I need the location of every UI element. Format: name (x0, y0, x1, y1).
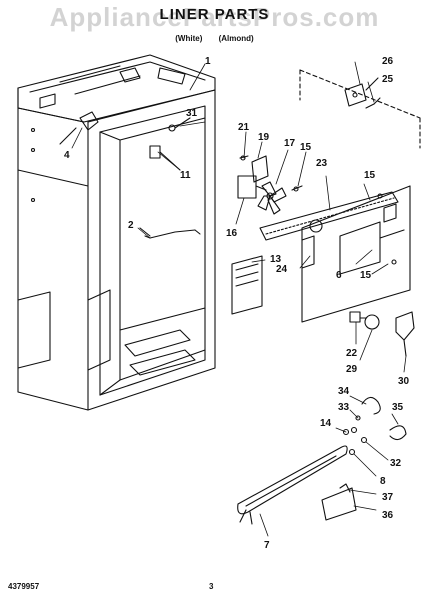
callout-6: 6 (336, 270, 342, 281)
callout-leaders (71, 61, 407, 537)
part-29-bulb (359, 314, 380, 330)
callout-2: 2 (128, 220, 134, 231)
part-16-motor (237, 175, 267, 199)
page-number: 3 (209, 582, 214, 591)
callout-8: 8 (380, 476, 386, 487)
variant-white: (White) (175, 34, 203, 43)
callout-16: 16 (226, 228, 238, 239)
part-33-connector (355, 415, 361, 421)
callout-23: 23 (316, 158, 328, 169)
callout-35: 35 (392, 402, 404, 413)
callout-17: 17 (284, 138, 296, 149)
callout-11: 11 (180, 170, 191, 181)
callout-29: 29 (346, 364, 358, 375)
callout-13: 13 (270, 254, 282, 265)
callout-24: 24 (276, 264, 288, 275)
callout-22: 22 (346, 348, 358, 359)
part-35-clip (389, 425, 407, 441)
callout-21: 21 (238, 122, 250, 133)
part-8-grommet (348, 448, 356, 456)
diagram-title: LINER PARTS (159, 6, 270, 23)
assembly-boundary-line (299, 69, 421, 149)
callout-1: 1 (205, 56, 211, 67)
part-32-grommet (360, 436, 368, 444)
callout-15a: 15 (300, 142, 312, 153)
callout-15b: 15 (364, 170, 376, 181)
part-30-lamp-cover (395, 311, 415, 357)
part-15-screw-upper (291, 185, 303, 192)
part-19-bracket (251, 155, 269, 183)
callout-36: 36 (382, 510, 394, 521)
callout-37: 37 (382, 492, 394, 503)
part-13-plate (231, 255, 263, 315)
callout-34: 34 (338, 386, 350, 397)
callout-numbers: 1 2 4 6 7 8 11 13 14 15 16 17 19 21 22 2… (64, 56, 410, 551)
callout-32: 32 (390, 458, 402, 469)
variant-almond: (Almond) (218, 34, 254, 43)
part-26-bracket (344, 77, 379, 107)
callout-7: 7 (264, 540, 270, 551)
part-25-screw (365, 97, 381, 109)
liner-cabinet (17, 54, 216, 411)
callout-33: 33 (338, 402, 350, 413)
callout-30: 30 (398, 376, 410, 387)
callout-31: 31 (186, 108, 198, 119)
callout-25: 25 (382, 74, 394, 85)
part-7-defrost-heater (237, 445, 348, 525)
callout-19: 19 (258, 132, 270, 143)
color-variants: (White) (Almond) (0, 34, 429, 43)
part-14-connector (342, 426, 358, 436)
callout-15c: 15 (360, 270, 372, 281)
part-23-shroud-strip (259, 191, 399, 241)
part-36-bracket (321, 487, 357, 521)
watermark: AppliancePartsPros.com (49, 2, 380, 32)
part-17-fan-blade (257, 181, 287, 215)
part-24-evaporator-cover (301, 185, 411, 323)
part-22-socket (349, 311, 361, 323)
part-number: 4379957 (8, 582, 40, 591)
callout-14: 14 (320, 418, 332, 429)
part-31-screw (168, 117, 191, 132)
part-4-bracket (59, 111, 99, 145)
part-2-harness (139, 227, 201, 239)
part-34-wire (361, 396, 381, 415)
callout-4: 4 (64, 150, 70, 161)
callout-26: 26 (382, 56, 394, 67)
